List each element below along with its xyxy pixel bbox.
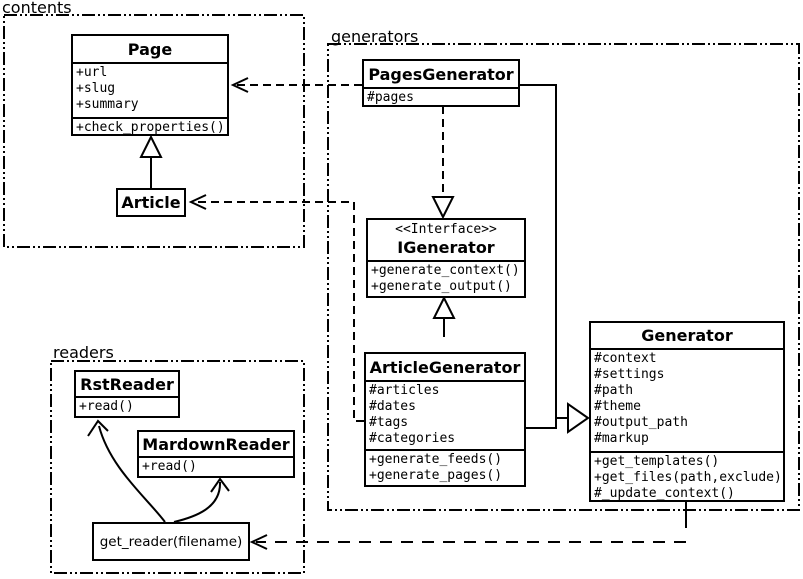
method-row: +generate_output() [371, 279, 512, 294]
methods-section: +read() [76, 396, 178, 416]
class-title: RstReader [80, 374, 174, 394]
hollow-triangle-icon [567, 402, 590, 434]
attribute-row: #markup [594, 431, 649, 446]
arrow-getreader-to-rstreader [87, 419, 166, 523]
open-arrowhead-icon [210, 477, 230, 493]
stereotype-label: <<Interface>> [395, 222, 497, 237]
method-row: +generate_feeds() [369, 452, 503, 467]
attribute-row: #pages [367, 90, 414, 105]
dependency-pagesgenerator-to-page [230, 77, 362, 93]
class-box-article: Article [116, 188, 186, 217]
method-row: +check_properties() [76, 120, 225, 134]
package-label-contents: contents [2, 0, 72, 17]
class-box-rstreader: RstReader +read() [74, 370, 180, 418]
realization-pagesgenerator-to-igenerator [431, 106, 455, 220]
class-title: Article [121, 193, 181, 212]
method-row: +generate_pages() [369, 468, 503, 483]
dependency-articlegenerator-to-article [188, 194, 364, 422]
class-title: Page [127, 39, 173, 59]
method-row: +get_files(path,exclude) [594, 470, 782, 485]
package-label-readers: readers [53, 343, 114, 362]
package-label-generators: generators [331, 27, 419, 46]
attribute-row: #theme [594, 399, 641, 414]
method-row: #_update_context() [594, 486, 735, 500]
methods-section: +generate_context() +generate_output() [368, 260, 524, 296]
attribute-row: #categories [369, 431, 456, 446]
class-title: ArticleGenerator [369, 357, 521, 377]
interface-header: <<Interface>> IGenerator [368, 220, 524, 260]
class-box-generator: Generator #context #settings #path #them… [589, 321, 785, 502]
class-title: MardownReader [142, 434, 290, 454]
dependency-generator-to-getreader [249, 502, 687, 550]
package-readers-border [50, 360, 305, 574]
open-arrowhead-icon [249, 534, 268, 550]
function-label: get_reader(filename) [99, 533, 243, 550]
package-contents-border [3, 14, 305, 248]
class-box-igenerator: <<Interface>> IGenerator +generate_conte… [366, 218, 526, 298]
open-arrowhead-icon [87, 419, 109, 437]
open-arrowhead-icon [230, 77, 249, 93]
attribute-row: #path [594, 383, 634, 398]
methods-section: +read() [139, 456, 293, 476]
methods-section: +check_properties() [73, 117, 227, 134]
attribute-row: #settings [594, 367, 665, 382]
hollow-triangle-icon [432, 295, 456, 319]
function-box-get-reader: get_reader(filename) [92, 522, 250, 561]
class-title: Generator [641, 326, 733, 345]
attributes-section: #context #settings #path #theme #output_… [591, 348, 783, 451]
class-box-mardownreader: MardownReader +read() [137, 430, 295, 478]
attribute-row: +summary [76, 97, 139, 112]
inheritance-article-to-page [139, 134, 163, 188]
inheritance-generators-to-generator [520, 84, 590, 434]
class-title: IGenerator [397, 238, 495, 257]
method-row: +read() [79, 399, 134, 414]
hollow-triangle-icon [139, 134, 163, 158]
method-row: +read() [142, 459, 197, 474]
method-row: +get_templates() [594, 454, 720, 469]
attributes-section: #articles #dates #tags #categories [366, 380, 524, 449]
hollow-triangle-icon [431, 196, 455, 220]
arrow-getreader-to-mardownreader [173, 477, 230, 523]
class-box-page: Page +url +slug +summary +check_properti… [71, 34, 229, 136]
attribute-row: #output_path [594, 415, 688, 430]
methods-section: +generate_feeds() +generate_pages() [366, 449, 524, 485]
method-row: +generate_context() [371, 263, 520, 278]
attribute-row: #tags [369, 415, 409, 430]
attribute-row: +slug [76, 81, 116, 96]
attributes-section: #pages [364, 87, 518, 105]
attribute-row: +url [76, 65, 108, 80]
methods-section: +get_templates() +get_files(path,exclude… [591, 451, 783, 500]
attribute-row: #context [594, 351, 657, 366]
class-title: PagesGenerator [368, 64, 514, 84]
realization-articlegenerator-to-igenerator [432, 295, 456, 337]
open-arrowhead-icon [188, 194, 207, 210]
class-box-pagesgenerator: PagesGenerator #pages [362, 59, 520, 107]
class-box-articlegenerator: ArticleGenerator #articles #dates #tags … [364, 352, 526, 487]
attributes-section: +url +slug +summary [73, 62, 227, 117]
package-generators-border [327, 43, 800, 511]
attribute-row: #dates [369, 399, 416, 414]
attribute-row: #articles [369, 383, 440, 398]
